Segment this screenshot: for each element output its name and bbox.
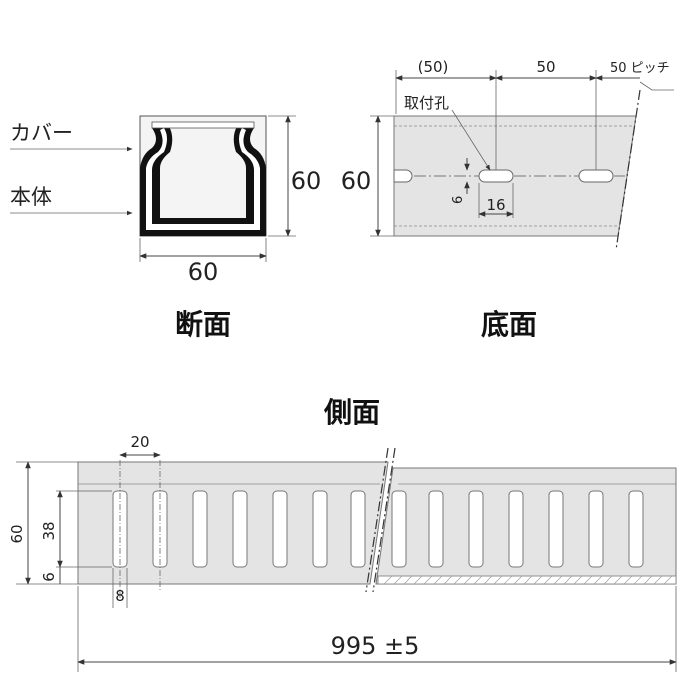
height-dimension: 60: [291, 167, 322, 195]
bottom-offset: 6: [40, 572, 58, 582]
bottom-view-title: 底面: [481, 308, 537, 341]
side-break-line-1: [365, 447, 389, 593]
side-bottom-hatch: [383, 575, 673, 585]
total-length: 995 ±5: [331, 632, 420, 660]
bottom-break-line: [615, 89, 641, 251]
hole-width: 16: [486, 196, 505, 214]
side-view: 側面: [8, 396, 677, 672]
width-dimension: 60: [188, 258, 219, 286]
slot-pitch: 20: [130, 433, 149, 451]
mounting-hole-label: 取付孔: [404, 94, 449, 112]
body-label: 本体: [10, 185, 52, 209]
total-height: 60: [8, 524, 26, 543]
mounting-hole-leader: [451, 109, 491, 171]
bottom-height-dimension: 60: [341, 167, 372, 195]
slot-height: 38: [40, 521, 58, 540]
pitch-second: 50: [536, 58, 555, 76]
mounting-hole-1: [478, 169, 514, 183]
pitch-first: (50): [418, 58, 449, 76]
pitch-leader: [639, 81, 674, 91]
side-slots-right: [391, 490, 644, 568]
bottom-view: 60 (50) 50 50 ピッチ 取付孔 6 16 底面: [341, 58, 674, 341]
cross-section-view: カバー 本体 60 60 断面: [10, 115, 322, 341]
cover-top-plate: [151, 121, 255, 129]
slot-width: 8: [115, 587, 125, 605]
hole-height: 6: [451, 196, 466, 204]
cross-section-title: 断面: [175, 308, 231, 341]
pitch-label: 50 ピッチ: [610, 61, 670, 76]
cover-label: カバー: [10, 121, 73, 145]
mounting-hole-2: [578, 169, 614, 183]
side-break-line-2: [372, 447, 396, 593]
bottom-end-notch: [393, 169, 413, 183]
side-bottom-hatch-band: [377, 575, 677, 585]
side-view-title: 側面: [323, 396, 380, 429]
